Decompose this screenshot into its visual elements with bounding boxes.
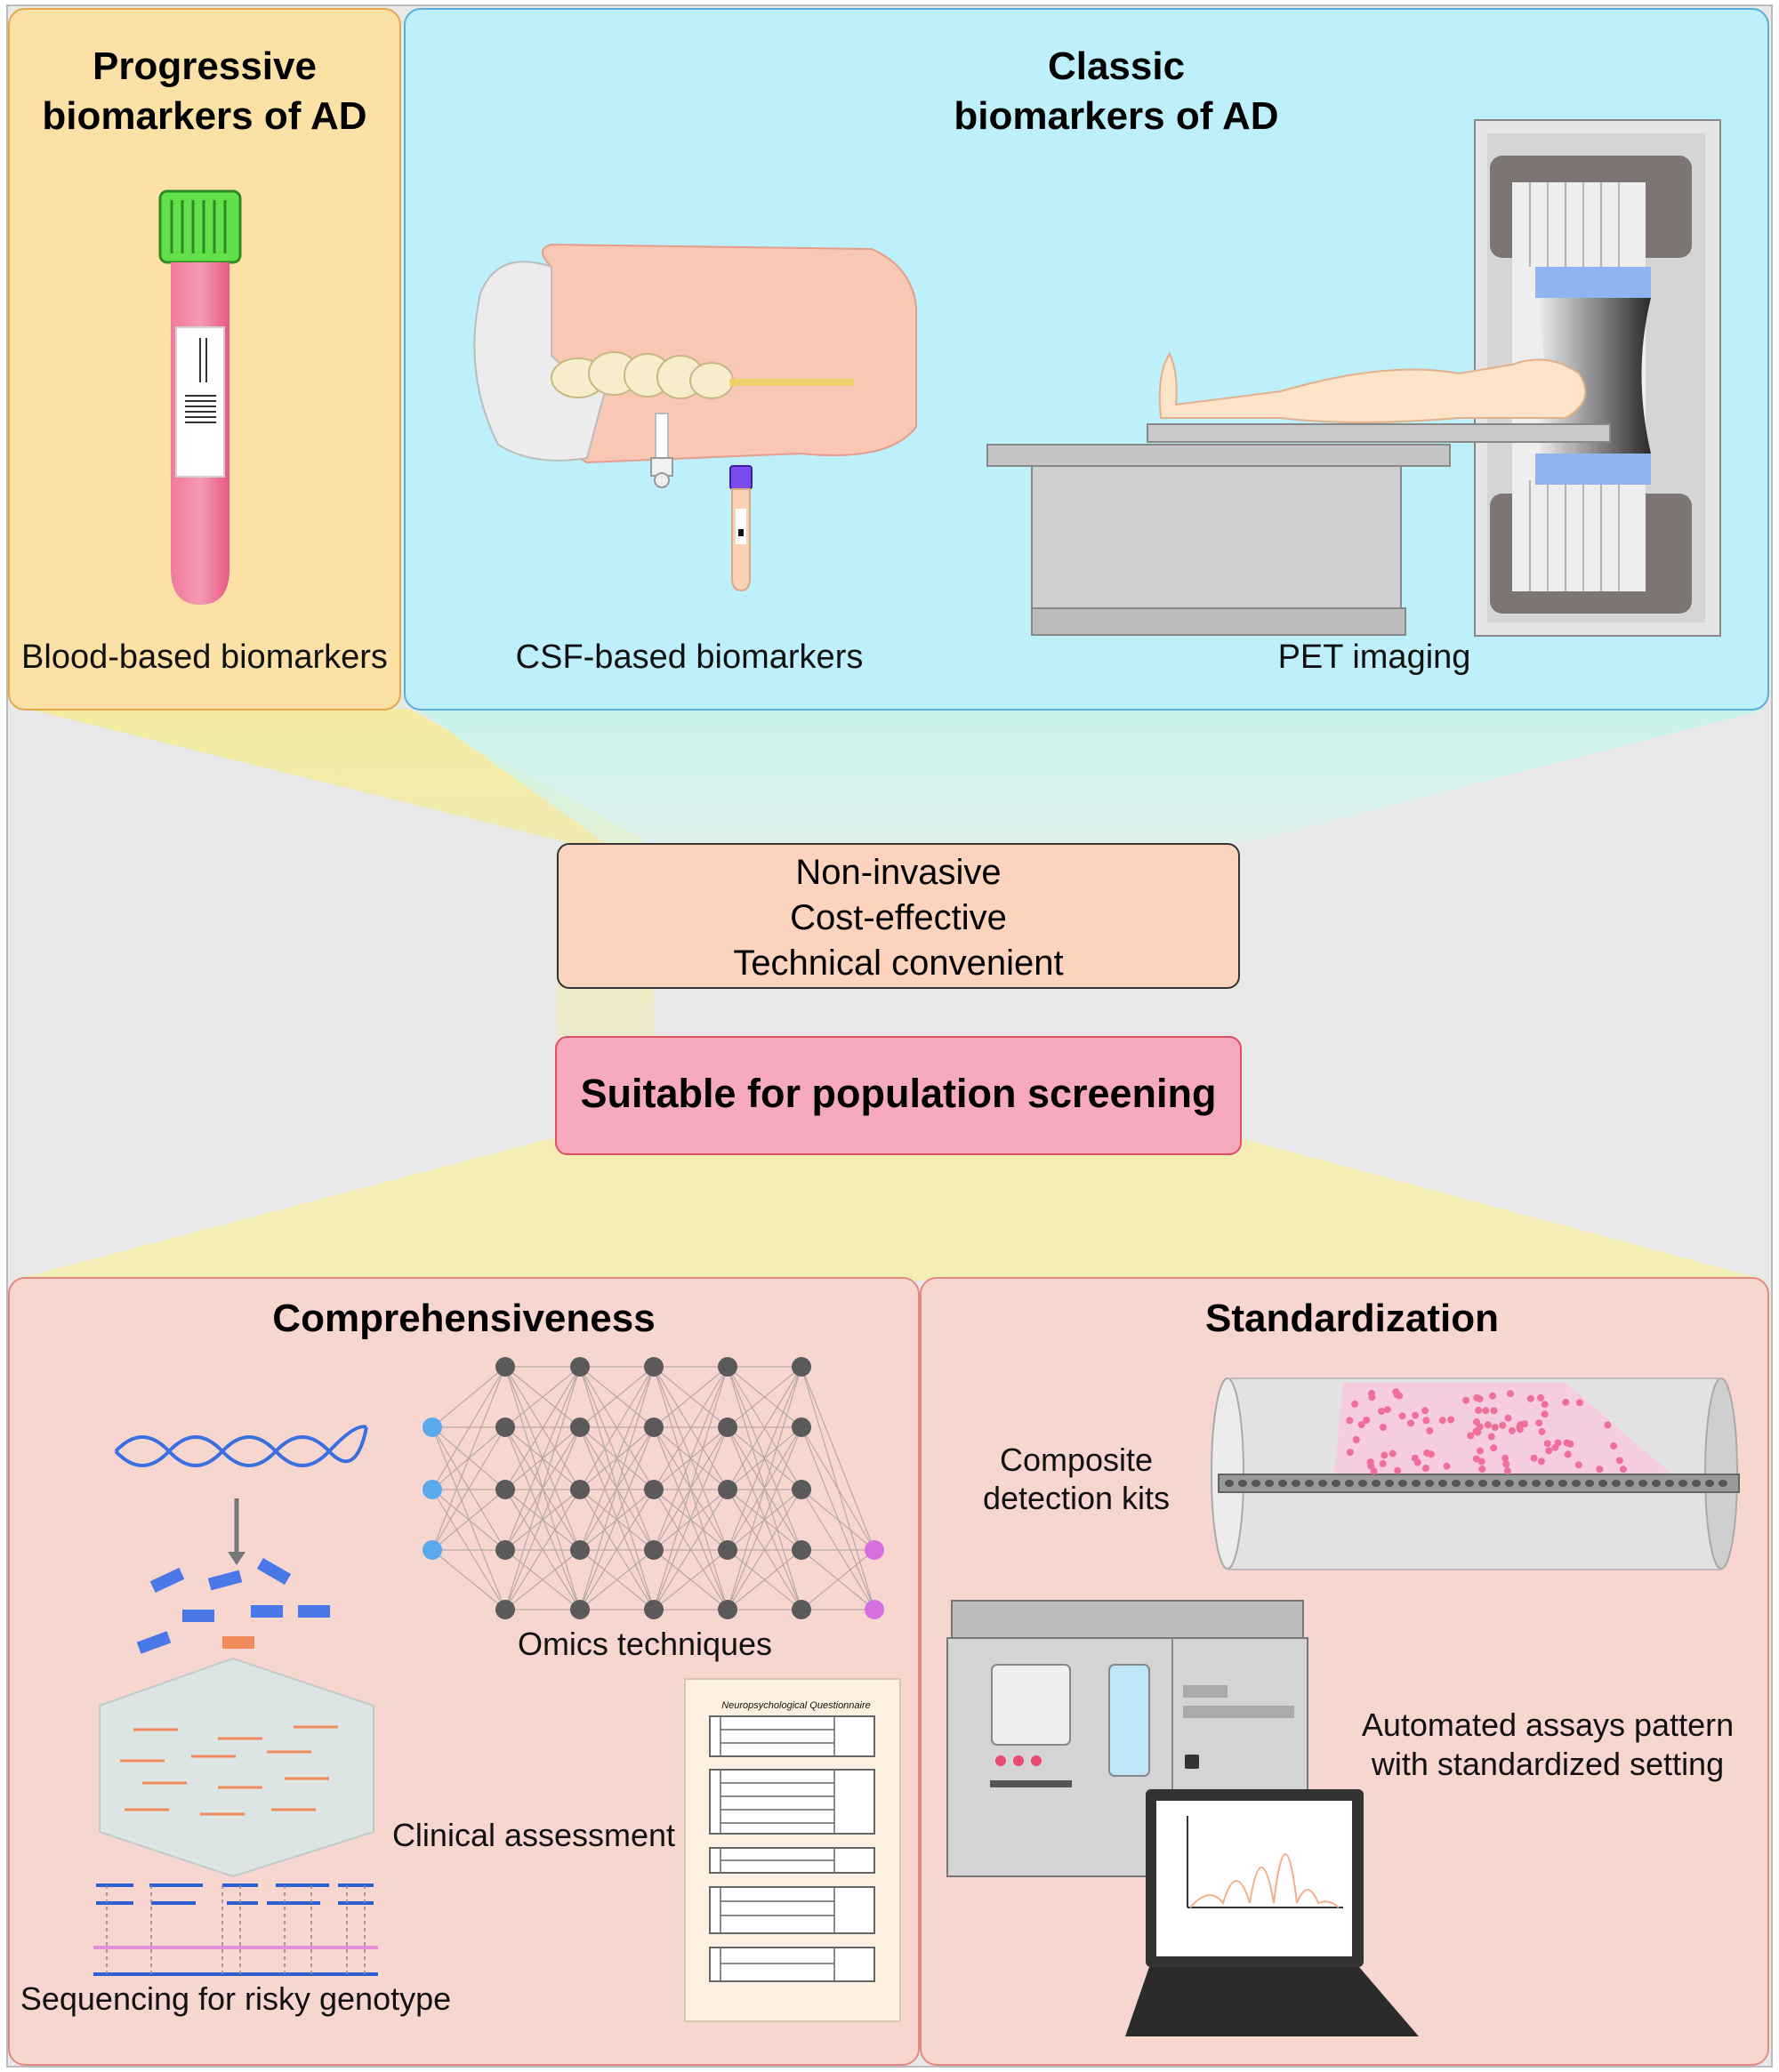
network-node [792, 1600, 811, 1619]
composite-kits-label: Composite detection kits [956, 1441, 1196, 1517]
network-node [495, 1417, 515, 1437]
blood-based-label: Blood-based biomarkers [21, 638, 388, 676]
advantage-non-invasive: Non-invasive [795, 853, 1002, 892]
network-node [495, 1357, 515, 1377]
progressive-panel-title: Progressive biomarkers of AD [9, 42, 400, 141]
network-node [644, 1480, 664, 1499]
network-node [718, 1480, 737, 1499]
network-node [718, 1600, 737, 1619]
omics-label: Omics techniques [517, 1626, 773, 1662]
network-node [792, 1540, 811, 1560]
standardization-title: Standardization [1204, 1297, 1500, 1340]
network-node [865, 1600, 884, 1619]
classic-title-line1: Classic [1047, 44, 1186, 88]
advantage-technical-convenient: Technical convenient [733, 944, 1064, 983]
dna-helix-icon [93, 1425, 378, 1976]
blood-tube-icon [158, 189, 242, 605]
network-node [570, 1357, 590, 1377]
sequencing-label: Sequencing for risky genotype [20, 1980, 452, 2017]
microfluidic-kit-icon [1211, 1377, 1740, 1570]
network-node [644, 1357, 664, 1377]
network-node [570, 1540, 590, 1560]
network-node [423, 1417, 442, 1437]
assays-line1: Automated assays pattern [1361, 1707, 1735, 1743]
assays-line2: with standardized setting [1371, 1746, 1725, 1782]
screening-box: Suitable for population screening [555, 1036, 1242, 1155]
funnel-yellow-bottom [11, 1138, 1768, 1281]
questionnaire-title: Neuropsychological Questionnaire [721, 1700, 871, 1711]
classic-title-line2: biomarkers of AD [954, 94, 1279, 138]
network-node [644, 1600, 664, 1619]
network-node [644, 1540, 664, 1560]
csf-tube-icon [729, 465, 753, 592]
network-node [423, 1540, 442, 1560]
funnel-cyan-top [418, 709, 1768, 843]
network-node [865, 1540, 884, 1560]
progressive-title-line2: biomarkers of AD [42, 94, 367, 138]
laptop-chart-icon [1125, 1789, 1419, 2036]
comprehensiveness-title: Comprehensiveness [272, 1297, 656, 1340]
classic-panel-title: Classic biomarkers of AD [849, 42, 1383, 141]
funnel-yellow-top [27, 709, 655, 1036]
kits-line1: Composite [999, 1442, 1154, 1478]
advantages-box: Non-invasive Cost-effective Technical co… [557, 843, 1240, 989]
automated-assays-label: Automated assays pattern with standardiz… [1334, 1706, 1761, 1784]
network-node [495, 1600, 515, 1619]
network-node [718, 1540, 737, 1560]
questionnaire-icon [684, 1678, 901, 2022]
progressive-title-line1: Progressive [93, 44, 317, 88]
clinical-assessment-label: Clinical assessment [391, 1817, 676, 1853]
network-node [570, 1417, 590, 1437]
pet-scanner-icon [986, 119, 1721, 637]
network-node [792, 1357, 811, 1377]
csf-based-label: CSF-based biomarkers [515, 638, 864, 676]
network-node [495, 1480, 515, 1499]
network-node [495, 1540, 515, 1560]
pet-imaging-label: PET imaging [1277, 638, 1471, 676]
kits-line2: detection kits [982, 1480, 1171, 1516]
network-node [423, 1480, 442, 1499]
lumbar-puncture-icon [473, 243, 917, 488]
network-node [718, 1417, 737, 1437]
network-node [792, 1480, 811, 1499]
network-node [718, 1357, 737, 1377]
network-node [570, 1600, 590, 1619]
network-node [792, 1417, 811, 1437]
network-node [570, 1480, 590, 1499]
advantage-cost-effective: Cost-effective [790, 898, 1007, 937]
network-node [644, 1417, 664, 1437]
neural-network-icon [423, 1357, 884, 1619]
